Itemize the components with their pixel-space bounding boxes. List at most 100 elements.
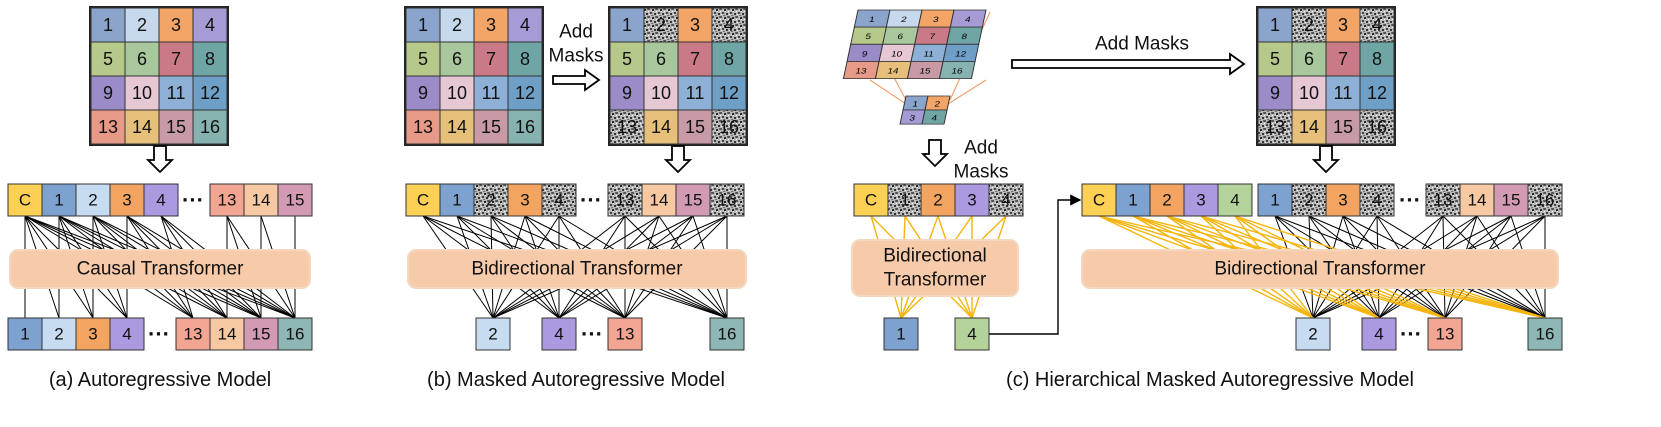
panel-c-large-cell-label: 2 bbox=[900, 15, 907, 24]
panel-c-masked-grid-cell-10-label: 10 bbox=[1299, 83, 1319, 103]
panel-a-grid-cell-11 bbox=[158, 75, 194, 111]
panel-b-input-token-16-label: 16 bbox=[718, 191, 737, 210]
panel-b-input-token-3-label: 3 bbox=[520, 191, 529, 210]
panel-c-input-token-13 bbox=[1425, 183, 1461, 217]
panel-c-small-input-token-1-label: 1 bbox=[900, 191, 909, 210]
panel-a-grid-cell-8 bbox=[192, 41, 228, 77]
panel-c-masked-grid-cell-13-label: 13 bbox=[1265, 117, 1285, 137]
panel-a-grid-cell-16-label: 16 bbox=[200, 117, 220, 137]
panel-c-large-cell-label: 6 bbox=[897, 32, 904, 41]
panel-c-small-input-token-3 bbox=[954, 183, 990, 217]
panel-c-small-input-token-C bbox=[853, 183, 889, 217]
panel-c-masked-grid-cell-14-label: 14 bbox=[1299, 117, 1319, 137]
panel-b-grid-cell-12-label: 12 bbox=[515, 83, 535, 103]
panel-c-input-token-14 bbox=[1459, 183, 1495, 217]
panel-a-output-token-16 bbox=[277, 317, 313, 351]
panel-c-small-down-arrow bbox=[920, 139, 950, 168]
panel-b-add-label: Add bbox=[559, 22, 593, 43]
panel-c-small-transformer bbox=[851, 239, 1019, 297]
panel-b-grid-cell-1-label: 1 bbox=[418, 15, 428, 35]
panel-c-condition-token-2-label: 2 bbox=[1162, 191, 1171, 210]
panel-a-output-token-4 bbox=[109, 317, 145, 351]
panel-c-large-cell-16 bbox=[938, 61, 976, 80]
panel-a-grid-cell-3 bbox=[158, 7, 194, 43]
panel-c-output-token-13 bbox=[1427, 317, 1463, 351]
panel-b-grid-cell-12 bbox=[507, 75, 543, 111]
panel-c-output-token-4-label: 4 bbox=[1374, 325, 1383, 344]
panel-b-input-token-1 bbox=[439, 183, 475, 217]
panel-c-masked-grid-cell-11-label: 11 bbox=[1334, 83, 1353, 103]
panel-b-output-token-4 bbox=[541, 317, 577, 351]
panel-a-grid-cell-14-label: 14 bbox=[132, 117, 152, 137]
panel-a-grid-cell-14 bbox=[124, 109, 160, 145]
panel-c-large-cell-label: 7 bbox=[929, 32, 936, 41]
panel-c-masked-grid-cell-6-label: 6 bbox=[1304, 49, 1314, 69]
panel-c-masked-grid-cell-15-label: 15 bbox=[1333, 117, 1353, 137]
panel-a-grid-cell-1-label: 1 bbox=[103, 15, 113, 35]
panel-c-small-output-token-1-label: 1 bbox=[896, 325, 905, 344]
panel-c-small-input-token-3-label: 3 bbox=[967, 191, 976, 210]
panel-c-input-token-13-label: 13 bbox=[1434, 191, 1453, 210]
panel-b-masked-grid-cell-4 bbox=[711, 7, 747, 43]
panel-c-condition-arrow bbox=[989, 194, 1082, 335]
panel-a-grid-cell-6-label: 6 bbox=[137, 49, 147, 69]
panel-c-masked-grid-cell-8-label: 8 bbox=[1372, 49, 1382, 69]
panel-b-right-arrow bbox=[552, 68, 601, 92]
panel-c-input-token-2-label: 2 bbox=[1304, 191, 1313, 210]
panel-b-masked-grid-cell-5 bbox=[609, 41, 645, 77]
panel-a-output-token-3 bbox=[75, 317, 111, 351]
panel-c-masked-grid-cell-9-label: 9 bbox=[1270, 83, 1280, 103]
panel-a-grid-cell-16 bbox=[192, 109, 228, 145]
panel-c-small-transformer-label-1: Bidirectional bbox=[883, 246, 987, 267]
panel-c-large-cell-label: 3 bbox=[932, 15, 939, 24]
panel-a-grid-cell-11-label: 11 bbox=[167, 83, 186, 103]
panel-a-input-token-15-label: 15 bbox=[286, 191, 305, 210]
panel-b-output-token-16 bbox=[709, 317, 745, 351]
panel-a-down-arrow bbox=[145, 145, 175, 174]
panel-a-grid-cell-8-label: 8 bbox=[205, 49, 215, 69]
panel-a-grid-cell-7 bbox=[158, 41, 194, 77]
panel-b-top-ellipsis: ··· bbox=[580, 188, 602, 213]
panel-b-bottom-ellipsis: ··· bbox=[581, 322, 603, 347]
panel-a-output-token-2 bbox=[41, 317, 77, 351]
panel-c-large-cell-label: 11 bbox=[923, 49, 935, 58]
panel-a-output-token-1-label: 1 bbox=[20, 325, 29, 344]
panel-a-output-token-2-label: 2 bbox=[54, 325, 63, 344]
panel-c-condition-token-4-label: 4 bbox=[1230, 191, 1239, 210]
panel-a-grid-cell-3-label: 3 bbox=[171, 15, 181, 35]
panel-c-masked-grid-cell-1 bbox=[1257, 7, 1293, 43]
panel-c-output-token-2-label: 2 bbox=[1308, 325, 1317, 344]
panel-c-masked-grid-cell-7 bbox=[1325, 41, 1361, 77]
panel-b-input-token-14-label: 14 bbox=[650, 191, 669, 210]
panel-b-grid-cell-4-label: 4 bbox=[520, 15, 530, 35]
panel-c-condition-token-C-label: C bbox=[1093, 191, 1105, 210]
panel-c-input-token-1 bbox=[1257, 183, 1293, 217]
panel-a-grid-cell-2-label: 2 bbox=[137, 15, 147, 35]
panel-a-output-token-15 bbox=[243, 317, 279, 351]
panel-a-grid-cell-7-label: 7 bbox=[171, 49, 181, 69]
panel-c-large-cell-label: 5 bbox=[865, 32, 872, 41]
panel-b-masked-grid-cell-15 bbox=[677, 109, 713, 145]
panel-c-small-cell-label: 2 bbox=[934, 99, 941, 108]
panel-c-masked-grid-cell-8 bbox=[1359, 41, 1395, 77]
panel-c-add-masks-label: Add Masks bbox=[1095, 34, 1189, 55]
panel-c-masked-grid-cell-3-label: 3 bbox=[1338, 15, 1348, 35]
panel-b-masked-grid-cell-10 bbox=[643, 75, 679, 111]
panel-b-grid-cell-11 bbox=[473, 75, 509, 111]
panel-a-output-token-13-label: 13 bbox=[184, 325, 203, 344]
panel-a-output-token-3-label: 3 bbox=[88, 325, 97, 344]
panel-c-large-cell-label: 16 bbox=[951, 67, 964, 76]
panel-a-input-token-13 bbox=[209, 183, 245, 217]
panel-b-input-token-15-label: 15 bbox=[684, 191, 703, 210]
panel-b-grid-cell-15 bbox=[473, 109, 509, 145]
panel-c-input-token-4 bbox=[1359, 183, 1395, 217]
panel-a-input-token-3 bbox=[109, 183, 145, 217]
panel-b-grid-cell-3-label: 3 bbox=[486, 15, 496, 35]
panel-c-large-cell-label: 10 bbox=[890, 49, 903, 58]
panel-b-grid-cell-10-label: 10 bbox=[447, 83, 467, 103]
panel-a-grid-cell-13 bbox=[90, 109, 126, 145]
panel-c-input-token-15 bbox=[1493, 183, 1529, 217]
panel-c-large-cell-label: 4 bbox=[964, 15, 971, 24]
panel-c-input-token-2 bbox=[1291, 183, 1327, 217]
